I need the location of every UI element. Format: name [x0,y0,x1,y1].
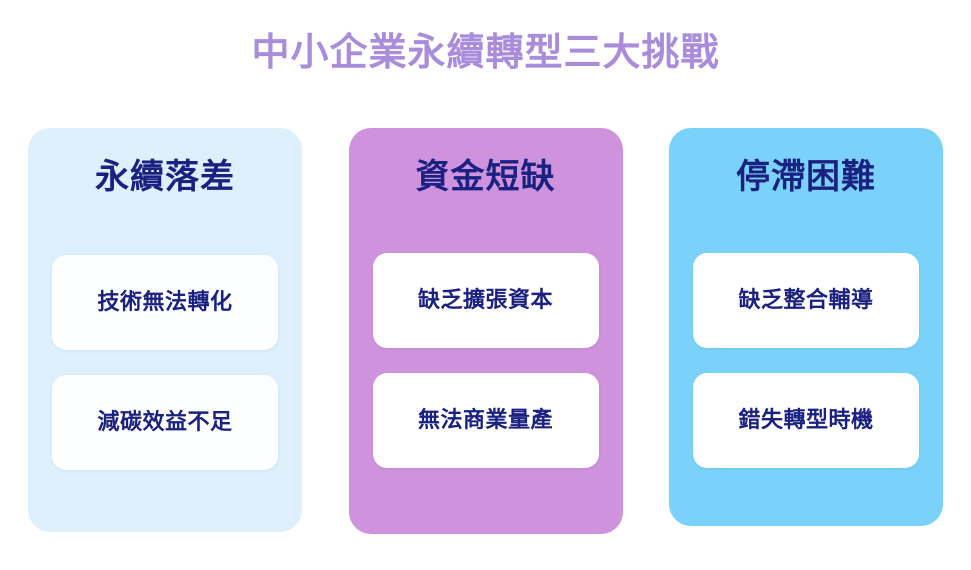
challenge-card[interactable]: 減碳效益不足 [52,374,278,470]
challenge-card-label: 減碳效益不足 [97,408,233,434]
challenge-column-stagnation-difficulty: 停滯困難 缺乏整合輔導 錯失轉型時機 [669,128,943,526]
challenge-card-label: 錯失轉型時機 [738,406,874,432]
column-card-list: 缺乏整合輔導 錯失轉型時機 [693,252,919,468]
challenge-card[interactable]: 無法商業量產 [372,372,599,468]
challenge-card-label: 缺乏整合輔導 [738,286,874,312]
challenge-column-sustainability-gap: 永續落差 技術無法轉化 減碳效益不足 [28,128,302,532]
column-heading: 停滯困難 [736,158,876,196]
challenge-card[interactable]: 缺乏整合輔導 [693,252,919,348]
challenge-card-label: 無法商業量產 [417,406,553,432]
column-card-list: 技術無法轉化 減碳效益不足 [52,254,278,470]
column-heading: 永續落差 [95,158,235,196]
challenge-column-funding-shortage: 資金短缺 缺乏擴張資本 無法商業量產 [348,128,623,534]
column-card-list: 缺乏擴張資本 無法商業量產 [372,252,599,468]
challenge-card[interactable]: 缺乏擴張資本 [372,252,599,348]
challenge-columns: 永續落差 技術無法轉化 減碳效益不足 資金短缺 缺乏擴張資本 無法商業量產 [28,128,943,538]
challenge-card-label: 缺乏擴張資本 [417,286,553,312]
challenge-card-label: 技術無法轉化 [97,288,233,314]
challenge-card[interactable]: 技術無法轉化 [52,254,278,350]
column-heading: 資金短缺 [415,158,556,196]
page-title: 中小企業永續轉型三大挑戰 [251,32,720,74]
challenge-card[interactable]: 錯失轉型時機 [693,372,919,468]
